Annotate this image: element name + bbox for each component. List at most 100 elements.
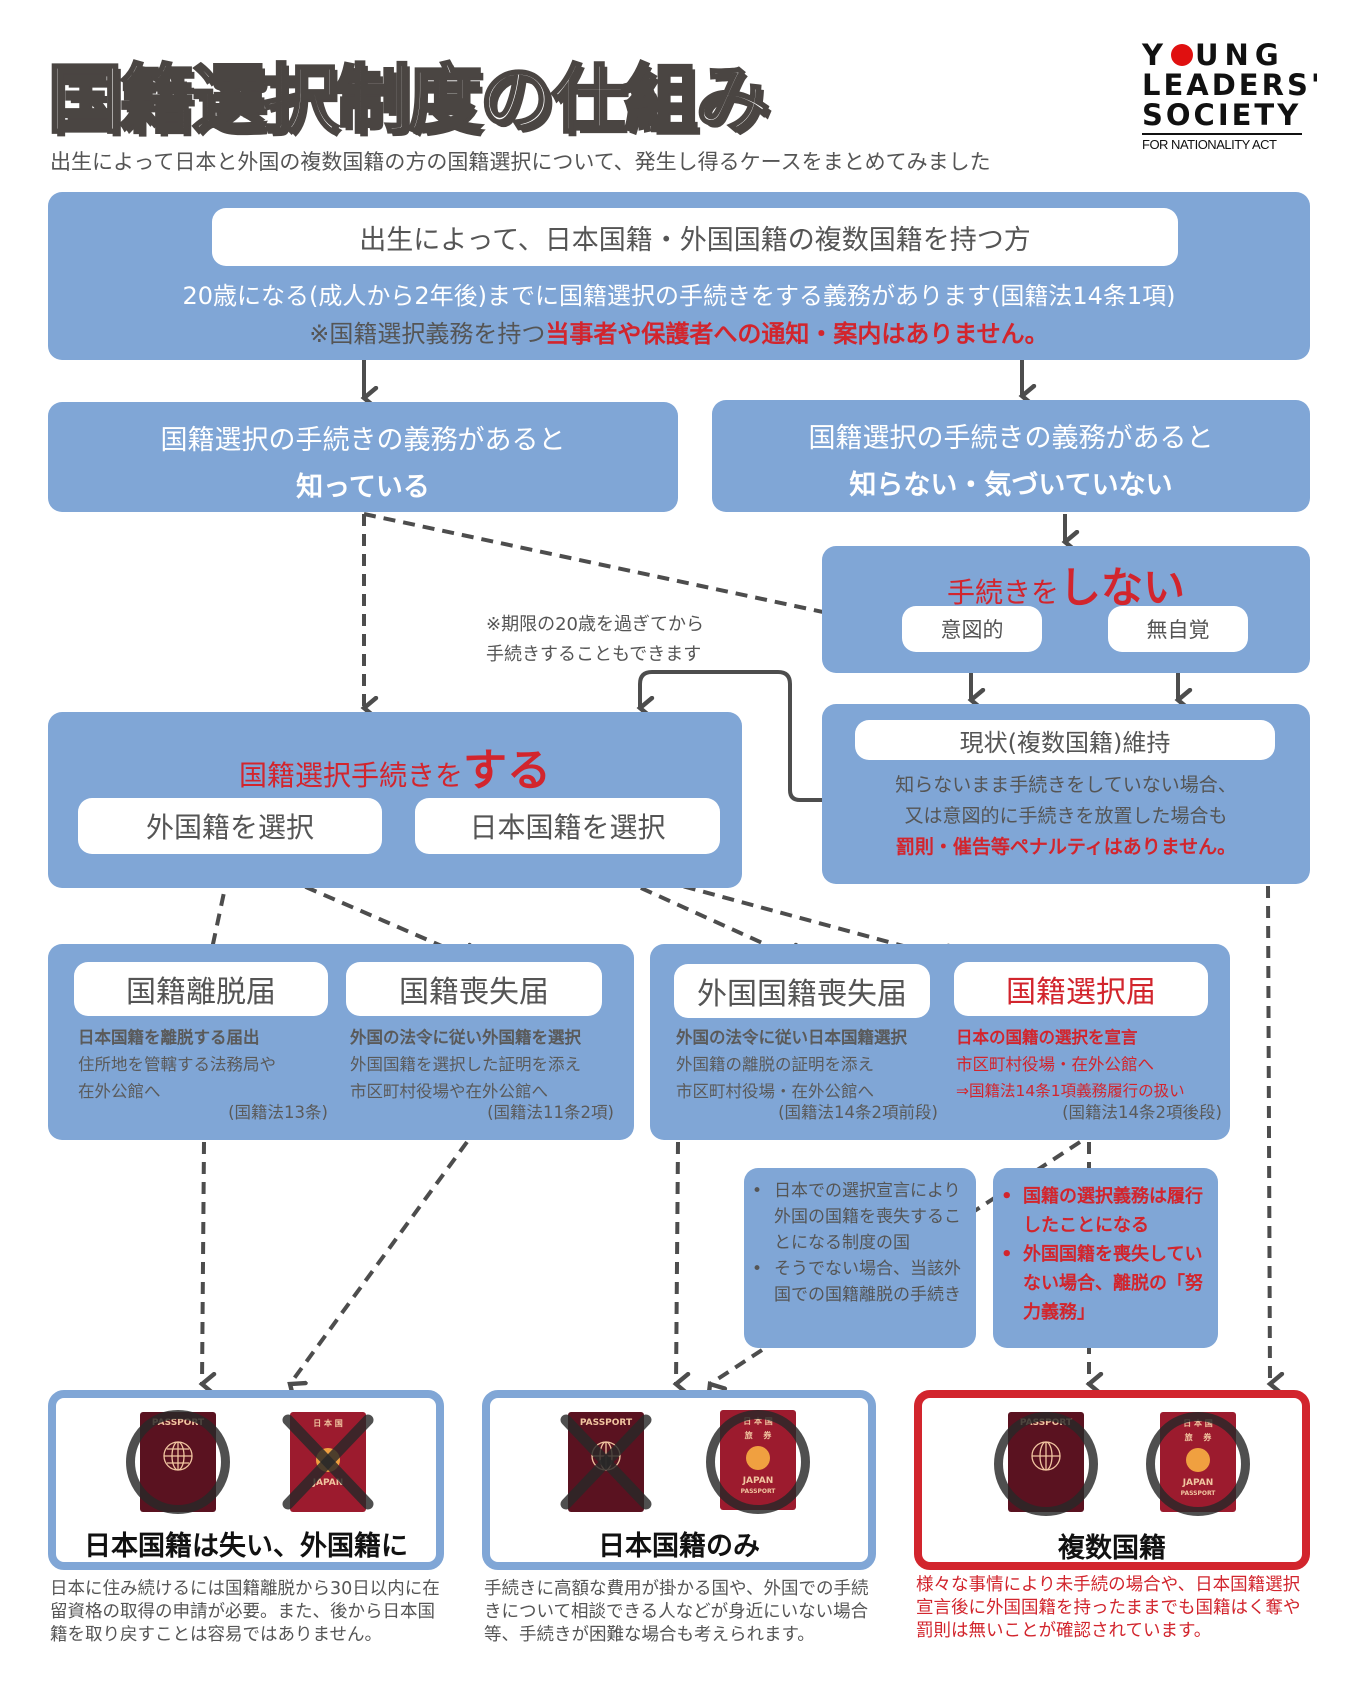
doc-loss-title: 国籍喪失届	[346, 962, 602, 1016]
logo-letter-y: Y	[1142, 38, 1169, 72]
top-box: 出生によって、日本国籍・外国国籍の複数国籍を持つ方 20歳になる(成人から2年後…	[48, 192, 1310, 360]
kept-circle-icon	[126, 1410, 230, 1514]
logo-line-1: Y UNG	[1142, 40, 1310, 70]
not-do-title-prefix: 手続きを	[946, 576, 1059, 609]
doc-declaration-bold: 日本の国籍の選択を宣言	[956, 1028, 1138, 1047]
aware-box-line2: 知っている	[296, 472, 430, 503]
top-box-heading: 出生によって、日本国籍・外国国籍の複数国籍を持つ方	[212, 208, 1178, 266]
unaware-box-line2: 知らない・気づいていない	[849, 470, 1173, 501]
result-japan-only: PASSPORT 日 本 国 旅 券 JAPAN PASSPORT 日本国籍のみ	[482, 1390, 876, 1570]
aware-box: 国籍選択の手続きの義務があると 知っている	[48, 402, 678, 512]
doc-renunciation-law: (国籍法13条)	[228, 1103, 328, 1122]
result-label: 日本国籍は失い、外国籍に	[84, 1531, 408, 1562]
top-box-notice: ※国籍選択義務を持つ当事者や保護者への通知・案内はありません。	[48, 314, 1310, 349]
note-declaration-list: 国籍の選択義務は履行したことになる 外国国籍を喪失していない場合、離脱の「努力義…	[993, 1182, 1210, 1327]
arrow-statusquo-to-result3	[1266, 885, 1270, 1384]
kept-circle-icon	[706, 1410, 810, 1514]
result-label: 複数国籍	[1058, 1533, 1166, 1564]
logo-letters-ung: UNG	[1195, 38, 1285, 72]
note-declaration: 国籍の選択義務は履行したことになる 外国国籍を喪失していない場合、離脱の「努力義…	[993, 1168, 1218, 1348]
result-label: 日本国籍のみ	[598, 1531, 760, 1562]
doc-renunciation-line2: 在外公館へ	[78, 1082, 161, 1101]
document-group-foreign: 国籍離脱届 日本国籍を離脱する届出 住所地を管轄する法務局や 在外公館へ (国籍…	[48, 944, 634, 1140]
result-foreign-only: PASSPORT 日 本 国 JAPAN 日本国籍は失い、外国籍に	[48, 1390, 444, 1570]
status-quo-line3: 罰則・催告等ペナルティはありません。	[895, 836, 1237, 858]
status-quo-line2: 又は意図的に手続きを放置した場合も	[904, 805, 1228, 827]
unaware-box: 国籍選択の手続きの義務があると 知らない・気づいていない	[712, 400, 1310, 512]
note-foreign-loss: 日本での選択宣言により外国の国籍を喪失することになる制度の国 そうでない場合、当…	[744, 1168, 976, 1348]
arrow-loss-to-result1	[290, 1140, 469, 1384]
document-group-japan: 外国国籍喪失届 外国の法令に従い日本国籍選択 外国籍の離脱の証明を添え 市区町村…	[650, 944, 1230, 1140]
doc-loss-law: (国籍法11条2項)	[487, 1103, 614, 1122]
late-note-line1: ※期限の20歳を過ぎてから	[486, 614, 704, 635]
status-quo-line1: 知らないまま手続きをしていない場合、	[895, 774, 1237, 796]
logo-line-3: SOCIETY	[1142, 98, 1302, 132]
foreign-passport-label: PASSPORT	[579, 1418, 633, 1428]
doc-declaration-law: (国籍法14条2項後段)	[1062, 1103, 1222, 1122]
doc-foreign-loss-line2: 市区町村役場・在外公館へ	[676, 1082, 874, 1101]
doc-loss-line2: 市区町村役場や在外公館へ	[350, 1082, 548, 1101]
do-title-emphasis: する	[463, 745, 551, 796]
do-title-prefix: 国籍選択手続きを	[238, 759, 463, 792]
result-dual: PASSPORT 日 本 国 旅 券 JAPAN PASSPORT 複数国籍	[914, 1390, 1310, 1570]
japan-passport-label-en: JAPAN	[312, 1478, 344, 1488]
do-box: 国籍選択手続きをする 外国籍を選択 日本国籍を選択	[48, 712, 742, 888]
unaware-box-line1: 国籍選択の手続きの義務があると	[808, 423, 1214, 454]
doc-renunciation-bold: 日本国籍を離脱する届出	[78, 1028, 260, 1047]
status-quo-heading: 現状(複数国籍)維持	[855, 720, 1275, 760]
late-note-line2: 手続きすることもできます	[486, 644, 702, 665]
doc-foreign-loss-title: 外国国籍喪失届	[674, 964, 930, 1018]
japan-passport-label: 日 本 国	[313, 1419, 343, 1428]
arrow-renounce-to-result1	[202, 1141, 204, 1384]
logo-red-dot-icon	[1171, 44, 1193, 66]
late-note: ※期限の20歳を過ぎてから 手続きすることもできます	[486, 610, 704, 670]
doc-renunciation-line1: 住所地を管轄する法務局や	[78, 1055, 276, 1074]
lost-cross-icon	[560, 1414, 652, 1510]
doc-loss-body: 外国の法令に従い外国籍を選択 外国国籍を選択した証明を添え 市区町村役場や在外公…	[350, 1024, 614, 1126]
kept-circle-icon	[994, 1412, 1098, 1516]
top-box-notice-emphasis: 当事者や保護者への通知・案内はありません。	[545, 320, 1049, 348]
logo-line-4: FOR NATIONALITY ACT	[1142, 137, 1277, 152]
option-foreign: 外国籍を選択	[78, 798, 382, 854]
arrow-statusquo-back-to-do	[640, 670, 822, 802]
logo: Y UNG LEADERS' SOCIETY FOR NATIONALITY AC…	[1142, 40, 1323, 152]
arrow-aware-to-intentional	[363, 512, 898, 628]
result-caption: 様々な事情により未手続の場合や、日本国籍選択宣言後に外国国籍を持ったままでも国籍…	[916, 1575, 1301, 1641]
note-declaration-item: 国籍の選択義務は履行したことになる	[993, 1182, 1210, 1240]
doc-declaration-line2: ⇒国籍法14条1項義務履行の扱い	[956, 1082, 1185, 1100]
result-caption: 手続きに高額な費用が掛かる国や、外国での手続きについて相談できる人などが身近にい…	[484, 1579, 869, 1645]
result-caption: 日本に住み続けるには国籍離脱から30日以内に在留資格の取得の申請が必要。また、後…	[50, 1579, 440, 1645]
logo-line-2: LEADERS'	[1142, 68, 1323, 102]
doc-declaration-body: 日本の国籍の選択を宣言 市区町村役場・在外公館へ ⇒国籍法14条1項義務履行の扱…	[956, 1024, 1222, 1126]
doc-foreign-loss-bold: 外国の法令に従い日本国籍選択	[676, 1028, 907, 1047]
doc-renunciation-title: 国籍離脱届	[74, 962, 328, 1016]
arrow-foreign-loss-to-result2	[676, 1141, 678, 1384]
top-box-notice-prefix: ※国籍選択義務を持つ	[309, 320, 546, 348]
doc-declaration-line1: 市区町村役場・在外公館へ	[956, 1055, 1154, 1074]
option-intentional: 意図的	[902, 606, 1042, 652]
doc-declaration-title: 国籍選択届	[954, 962, 1208, 1016]
status-quo-body: 知らないまま手続きをしていない場合、 又は意図的に手続きを放置した場合も 罰則・…	[822, 770, 1310, 863]
doc-renunciation-body: 日本国籍を離脱する届出 住所地を管轄する法務局や 在外公館へ (国籍法13条)	[78, 1024, 328, 1126]
doc-foreign-loss-line1: 外国籍の離脱の証明を添え	[676, 1055, 874, 1074]
option-unaware: 無自覚	[1108, 606, 1248, 652]
page-title: 国籍選択制度の仕組み	[47, 56, 772, 145]
note-declaration-item: 外国国籍を喪失していない場合、離脱の「努力義務」	[993, 1240, 1210, 1327]
doc-foreign-loss-law: (国籍法14条2項前段)	[778, 1103, 938, 1122]
page-subtitle: 出生によって日本と外国の複数国籍の方の国籍選択について、発生し得るケースをまとめ…	[50, 150, 991, 174]
arrow-foreign-to-renounce	[210, 854, 234, 958]
logo-rule	[1142, 133, 1302, 135]
not-do-title: 手続きをしない	[822, 554, 1310, 615]
lost-cross-icon	[282, 1414, 374, 1510]
do-title: 国籍選択手続きをする	[48, 734, 742, 798]
top-box-obligation: 20歳になる(成人から2年後)までに国籍選択の手続きをする義務があります(国籍法…	[182, 282, 1176, 310]
note-foreign-loss-item: 日本での選択宣言により外国の国籍を喪失することになる制度の国	[744, 1178, 968, 1256]
note-foreign-loss-item: そうでない場合、当該外国での国籍離脱の手続き	[744, 1256, 968, 1308]
aware-box-line1: 国籍選択の手続きの義務があると	[160, 425, 566, 456]
note-foreign-loss-list: 日本での選択宣言により外国の国籍を喪失することになる制度の国 そうでない場合、当…	[744, 1178, 968, 1308]
kept-circle-icon	[1146, 1412, 1250, 1516]
doc-loss-bold: 外国の法令に従い外国籍を選択	[350, 1028, 581, 1047]
not-do-title-emphasis: しない	[1059, 563, 1186, 612]
doc-loss-line1: 外国国籍を選択した証明を添え	[350, 1055, 581, 1074]
status-quo-box: 現状(複数国籍)維持 知らないまま手続きをしていない場合、 又は意図的に手続きを…	[822, 704, 1310, 884]
